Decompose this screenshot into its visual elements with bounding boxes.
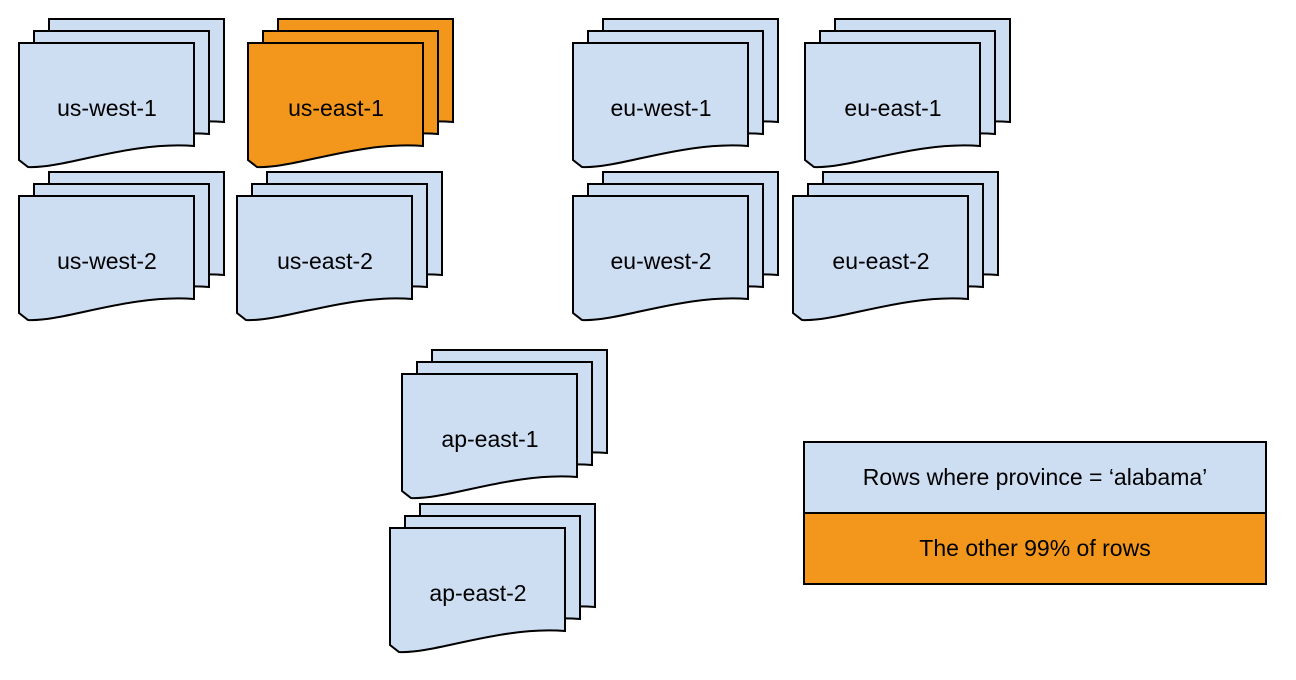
document-layer-front-icon	[247, 42, 424, 169]
document-layer-front-icon	[792, 195, 969, 322]
region-stack-us-west-2: us-west-2	[18, 171, 245, 324]
document-layer-front-icon	[401, 373, 578, 500]
legend-label-alabama: Rows where province = ‘alabama’	[862, 464, 1208, 490]
legend-row-alabama: Rows where province = ‘alabama’	[805, 443, 1265, 514]
legend-label-other-rows: The other 99% of rows	[919, 535, 1151, 561]
region-stack-us-west-1: us-west-1	[18, 18, 245, 171]
document-layer-front-icon	[389, 527, 566, 654]
document-layer-front-icon	[236, 195, 413, 322]
region-stack-us-east-1: us-east-1	[247, 18, 474, 171]
document-layer-front-icon	[18, 42, 195, 169]
region-label: eu-west-1	[611, 95, 712, 121]
region-stack-eu-east-2: eu-east-2	[792, 171, 1019, 324]
region-label: eu-east-1	[844, 95, 941, 121]
region-label: ap-east-1	[441, 426, 538, 452]
region-label: us-west-2	[57, 248, 157, 274]
region-label: ap-east-2	[429, 580, 526, 606]
region-stack-eu-east-1: eu-east-1	[804, 18, 1031, 171]
document-layer-front-icon	[804, 42, 981, 169]
region-stack-us-east-2: us-east-2	[236, 171, 463, 324]
region-label: us-east-1	[288, 95, 384, 121]
document-layer-front-icon	[572, 42, 749, 169]
region-stack-ap-east-2: ap-east-2	[389, 503, 616, 656]
document-layer-front-icon	[572, 195, 749, 322]
legend-row-other-rows: The other 99% of rows	[805, 514, 1265, 583]
region-stack-eu-west-1: eu-west-1	[572, 18, 799, 171]
region-label: us-east-2	[277, 248, 373, 274]
region-label: us-west-1	[57, 95, 157, 121]
legend: Rows where province = ‘alabama’ The othe…	[803, 441, 1267, 585]
region-stack-ap-east-1: ap-east-1	[401, 349, 628, 502]
region-label: eu-east-2	[832, 248, 929, 274]
region-label: eu-west-2	[611, 248, 712, 274]
region-stack-eu-west-2: eu-west-2	[572, 171, 799, 324]
document-layer-front-icon	[18, 195, 195, 322]
